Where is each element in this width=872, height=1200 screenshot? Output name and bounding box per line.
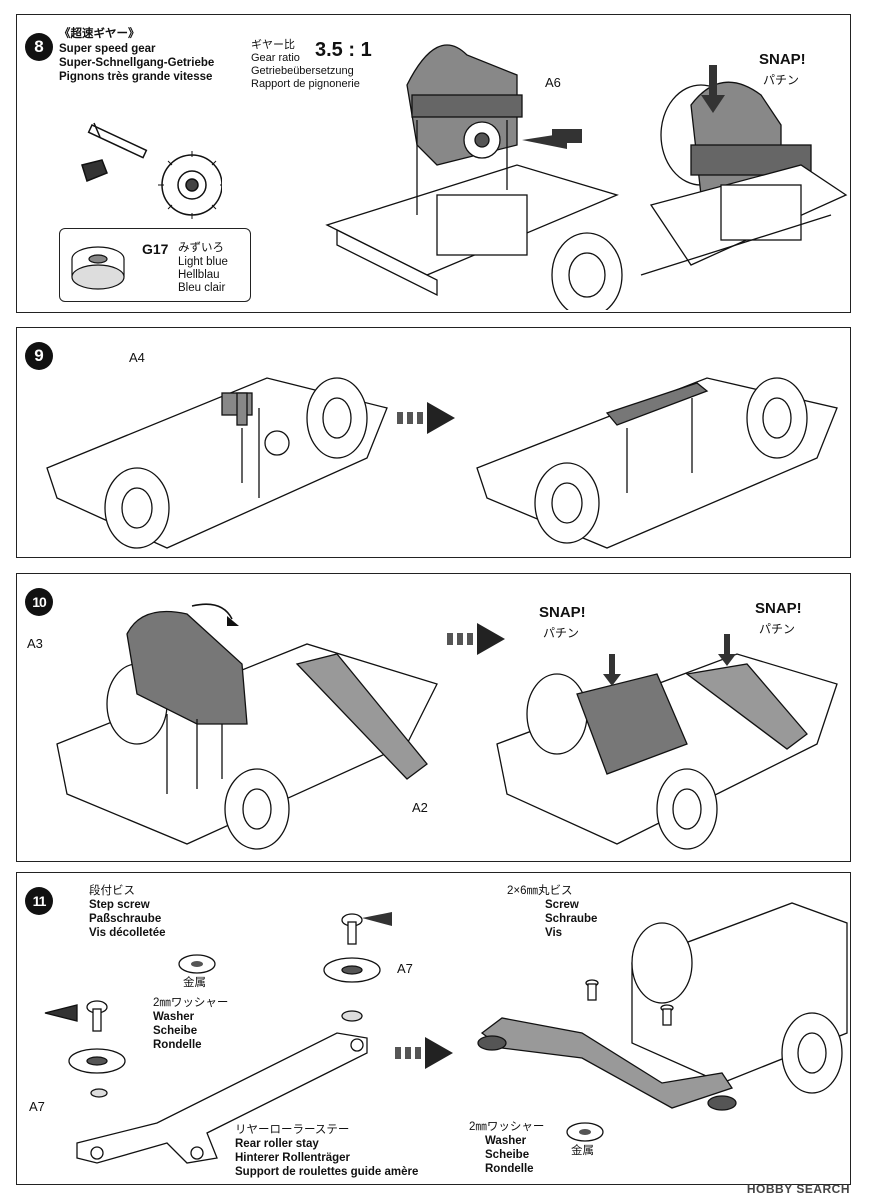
screw-2x6-jp: 2×6㎜丸ビス <box>507 885 573 897</box>
snap-label-step8: SNAP! <box>759 51 806 68</box>
washer2-jp: 2㎜ワッシャー <box>469 1121 545 1133</box>
chassis-a4-before-illustration <box>46 377 388 549</box>
chassis-a3-a2-snapped-illustration <box>496 634 838 850</box>
gear-ratio-de: Getriebeübersetzung <box>251 65 354 77</box>
step-screw-jp: 段付ビス <box>89 885 135 897</box>
gear-ratio-jp: ギヤー比 <box>251 39 295 51</box>
chassis-rear-stay-installed-illustration <box>477 902 848 1111</box>
chassis-a3-a2-before-illustration <box>56 603 438 850</box>
snap2-jp-step10: パチン <box>759 622 796 636</box>
gear-cover-snapped-illustration <box>640 65 848 276</box>
part-a3-label: A3 <box>27 636 43 651</box>
step-9-number: 9 <box>25 342 53 370</box>
snap1-jp-step10: パチン <box>543 626 580 640</box>
chassis-gear-cover-illustration <box>325 44 623 310</box>
chassis-a4-after-illustration <box>476 377 838 549</box>
washer-de: Scheibe <box>153 1025 198 1037</box>
part-a2-label: A2 <box>412 800 428 815</box>
step-11-progress-arrow <box>395 1037 453 1069</box>
step-10-panel: 10 A3 A2 SNAP! パチン <box>16 573 851 862</box>
step-10-number: 10 <box>25 588 53 616</box>
g17-gear-icon <box>71 246 125 290</box>
metal-washer-icon-2 <box>566 1122 604 1142</box>
hobby-search-watermark: HOBBY SEARCH <box>746 1182 850 1196</box>
step-10-progress-arrow <box>447 623 505 655</box>
metal-label-1: 金属 <box>183 977 206 989</box>
step-screw-fr: Vis décolletée <box>89 927 166 939</box>
step-9-panel: 9 A4 <box>16 327 851 558</box>
part-a4-label: A4 <box>129 350 145 365</box>
rear-roller-stay-illustration <box>44 1000 368 1164</box>
gear-ratio-en: Gear ratio <box>251 52 300 64</box>
washer2-en: Washer <box>485 1135 527 1147</box>
metal-washer-icon <box>178 954 216 974</box>
step-8-title-en: Super speed gear <box>59 43 156 55</box>
g17-color-fr: Bleu clair <box>178 282 226 294</box>
g17-color-de: Hellblau <box>178 269 220 281</box>
step-11-number: 11 <box>25 887 53 915</box>
step-8-number: 8 <box>25 33 53 61</box>
g17-color-jp: みずいろ <box>178 242 224 254</box>
washer2-fr: Rondelle <box>485 1163 534 1175</box>
stay-en: Rear roller stay <box>235 1138 319 1150</box>
stay-fr: Support de roulettes guide amère <box>235 1166 419 1178</box>
step-8-title-de: Super-Schnellgang-Getriebe <box>59 57 215 69</box>
step-8-title-fr: Pignons très grande vitesse <box>59 71 213 83</box>
gear-shaft-illustration <box>81 122 222 219</box>
stay-jp: リヤーローラーステー <box>235 1124 350 1136</box>
step-11-panel: 11 段付ビス Step screw Paßschraube Vis décol… <box>16 872 851 1185</box>
screw-2x6-de: Schraube <box>545 913 598 925</box>
step-8-title-jp: 《超速ギヤー》 <box>59 28 140 40</box>
g17-color-en: Light blue <box>178 256 228 268</box>
metal-label-2: 金属 <box>571 1145 594 1157</box>
screw-2x6-fr: Vis <box>545 927 563 939</box>
washer2-de: Scheibe <box>485 1149 530 1161</box>
washer-jp: 2㎜ワッシャー <box>153 997 229 1009</box>
part-a7-left-label: A7 <box>29 1099 45 1114</box>
snap1-label-step10: SNAP! <box>539 604 586 621</box>
g17-part-box: G17 みずいろ Light blue Hellblau Bleu clair <box>59 228 251 302</box>
step-9-progress-arrow <box>397 402 455 434</box>
gear-ratio-value: 3.5 : 1 <box>315 39 372 61</box>
part-a7-right-label: A7 <box>397 961 413 976</box>
washer-en: Washer <box>153 1011 195 1023</box>
step-8-panel: 8 《超速ギヤー》 Super speed gear Super-Schnell… <box>16 14 851 313</box>
step-screw-en: Step screw <box>89 899 150 911</box>
stay-de: Hinterer Rollenträger <box>235 1152 351 1164</box>
gear-ratio-fr: Rapport de pignonerie <box>251 78 360 90</box>
screw-2x6-en: Screw <box>545 899 579 911</box>
snap2-label-step10: SNAP! <box>755 600 802 617</box>
g17-code: G17 <box>142 241 169 257</box>
washer-fr: Rondelle <box>153 1039 202 1051</box>
snap-jp-step8: パチン <box>763 73 800 87</box>
part-a6-label: A6 <box>545 75 561 90</box>
step-screw-de: Paßschraube <box>89 913 162 925</box>
